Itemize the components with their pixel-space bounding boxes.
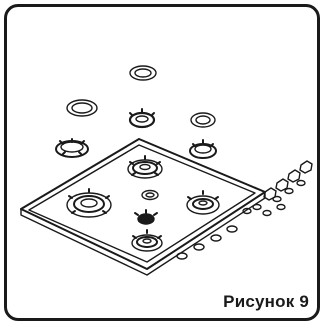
burner-right bbox=[186, 190, 220, 215]
figure-caption: Рисунок 9 bbox=[223, 292, 309, 311]
exploded-ring-right bbox=[190, 112, 216, 128]
knob-spindles bbox=[176, 203, 262, 260]
exploded-crown-centre bbox=[128, 108, 156, 129]
exploded-ring-left bbox=[66, 99, 98, 117]
figure-frame: Рисунок 9 bbox=[4, 4, 320, 321]
exploded-cap-top bbox=[129, 65, 157, 81]
burner-rear-centre bbox=[127, 155, 163, 179]
exploded-knobs bbox=[262, 160, 313, 217]
burner-left-large bbox=[66, 188, 112, 218]
burner-front-centre bbox=[131, 229, 163, 252]
burner-front-centre-cap bbox=[134, 209, 158, 225]
burner-centre-small bbox=[141, 189, 159, 201]
burner-rear-right bbox=[189, 139, 217, 159]
burner-rear-left bbox=[55, 138, 89, 158]
hob-assembly-drawing bbox=[20, 65, 313, 276]
